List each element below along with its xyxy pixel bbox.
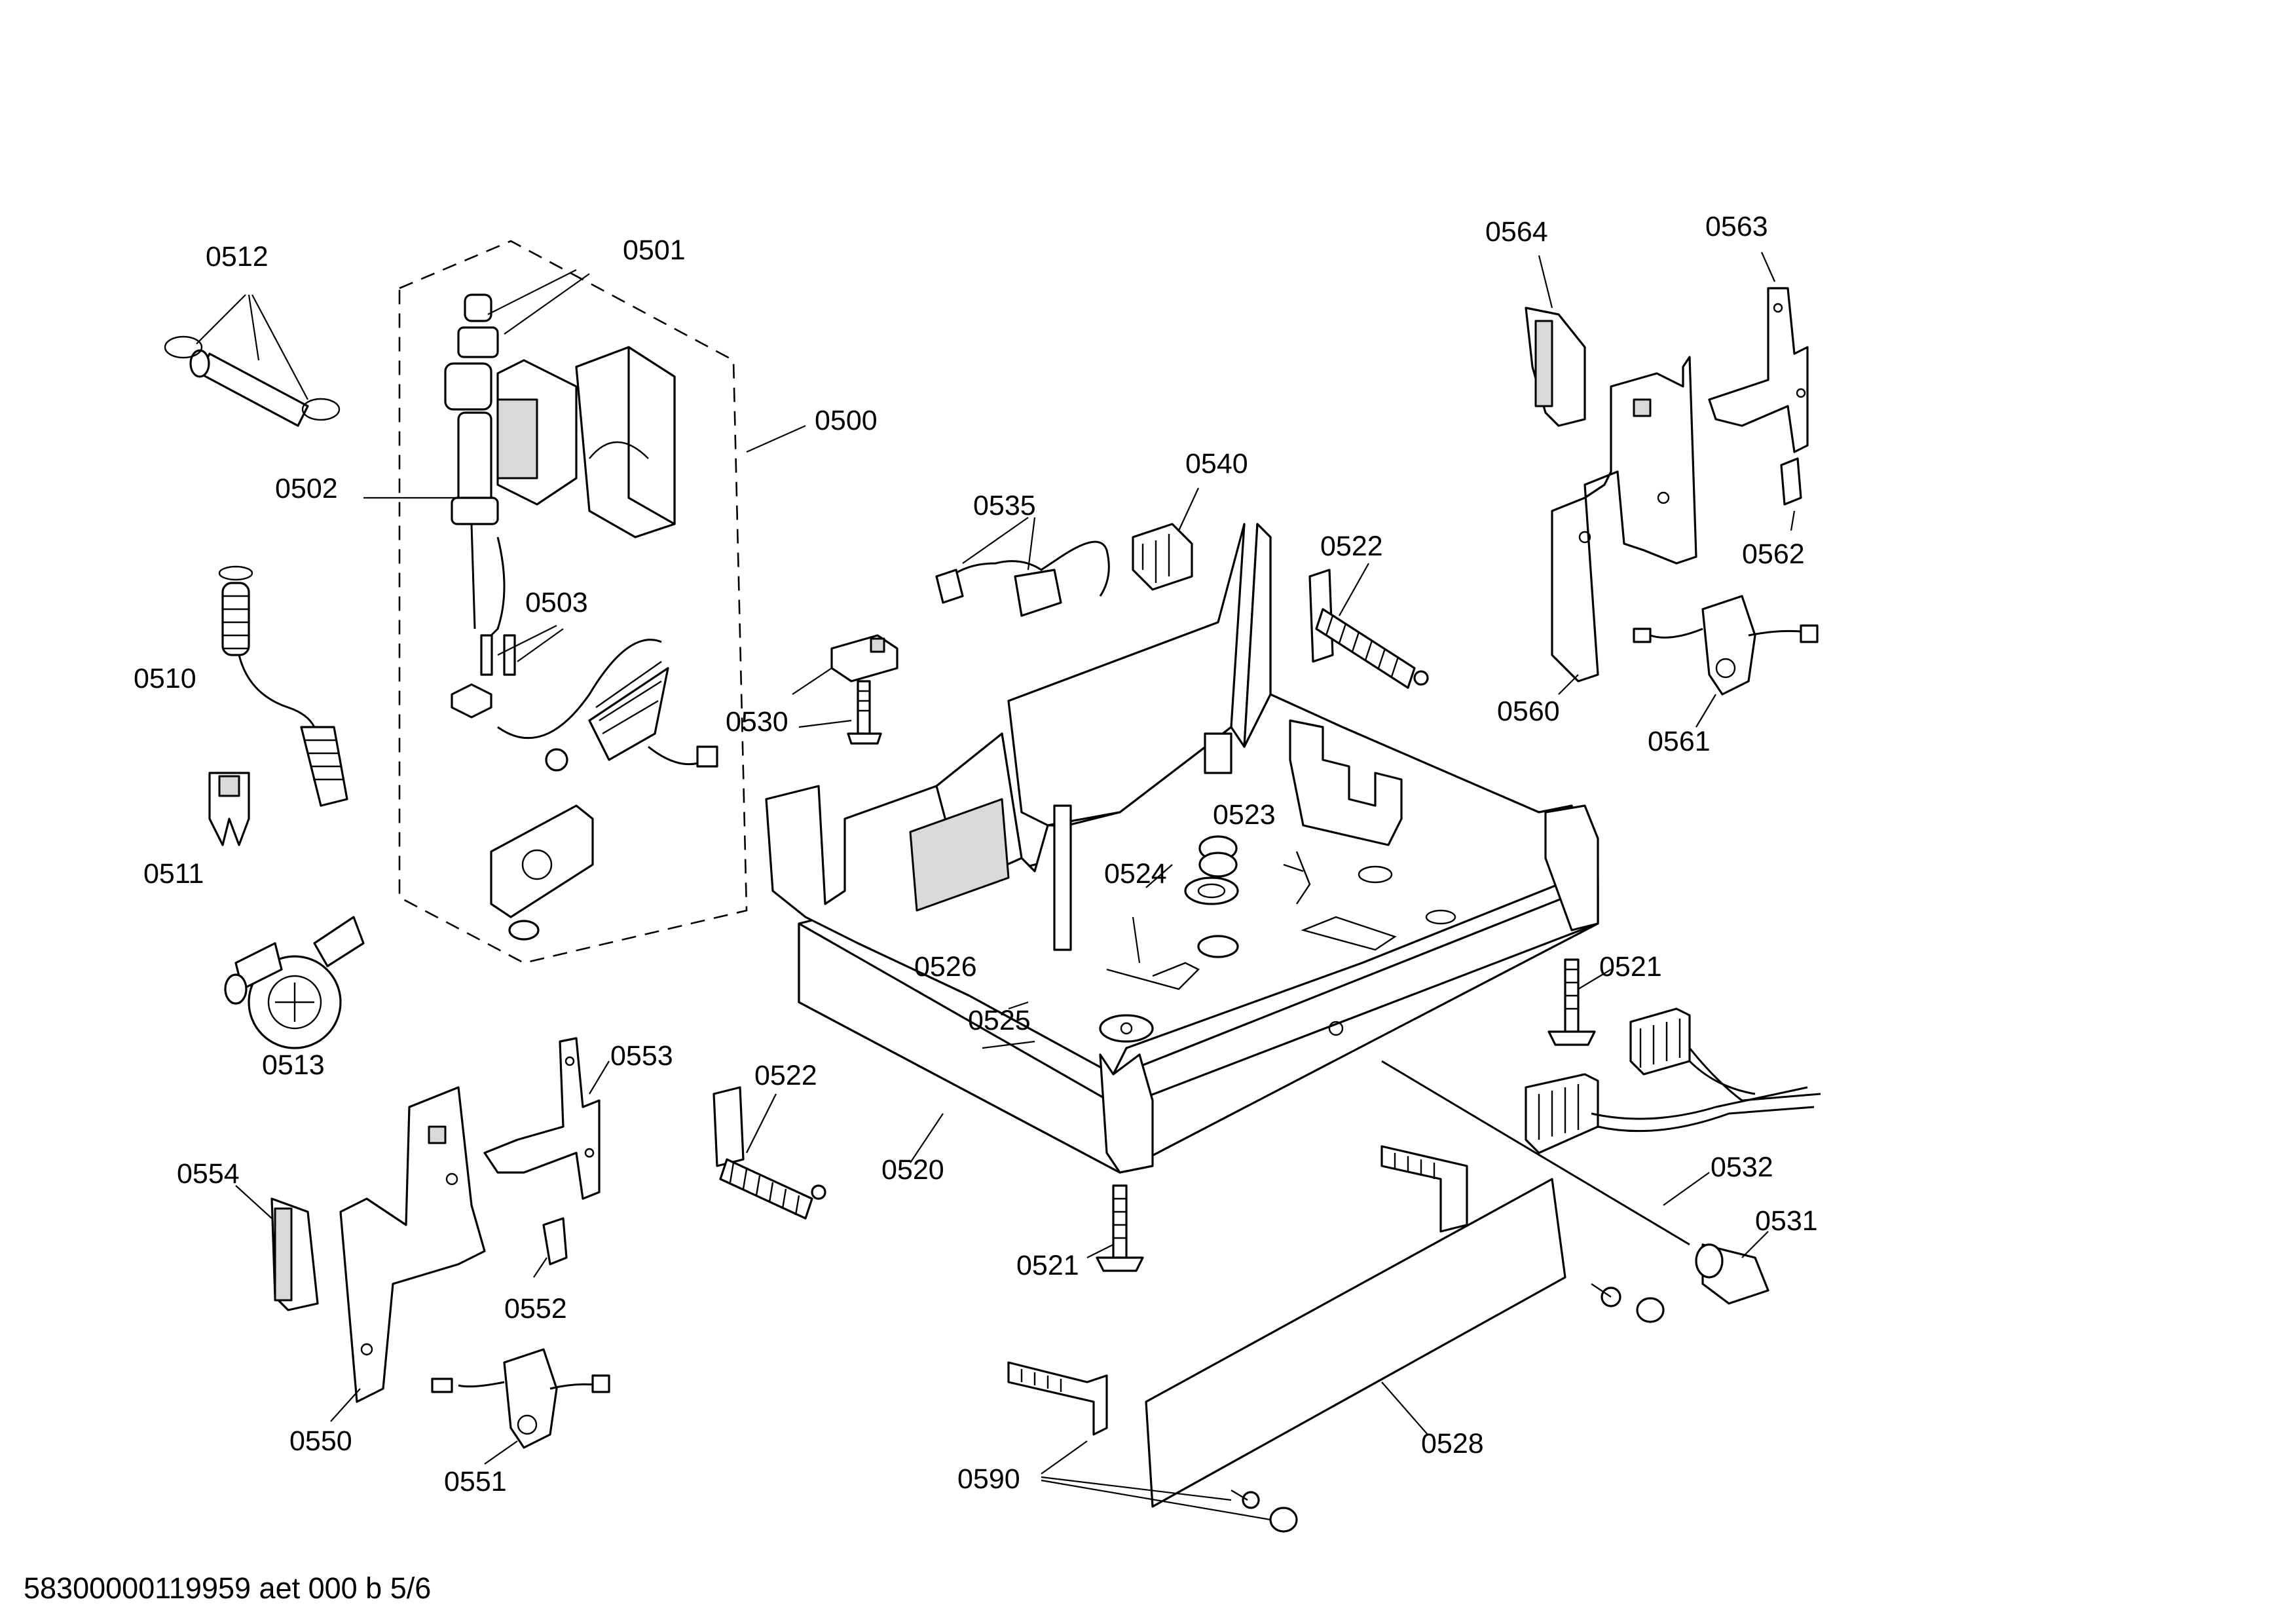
drain-pump-0513 [224,916,365,1049]
label-0553: 0553 [610,1040,673,1072]
hose-with-clamps-0512 [164,294,341,427]
label-0521-left: 0521 [1016,1250,1079,1281]
inlet-valve-assembly-0500 [363,240,806,964]
document-footer: 58300000119959 aet 000 b 5/6 [24,1571,431,1605]
clip-0552 [533,1217,568,1278]
label-0530: 0530 [726,706,788,738]
label-0501: 0501 [623,235,686,266]
label-0590: 0590 [957,1463,1020,1495]
cover-0554 [235,1185,319,1311]
label-0511: 0511 [143,858,204,890]
label-0523: 0523 [1213,799,1276,831]
label-0510: 0510 [134,663,196,694]
label-0525: 0525 [968,1005,1031,1036]
connector-0540 [1132,487,1199,591]
cable-harness-0532 [1381,1007,1821,1246]
bracket-0590 [1007,1361,1298,1533]
front-panel-0528 [1145,1145,1665,1508]
spring-0522-left [713,1086,826,1220]
base-tub-0520 [765,523,1599,1174]
label-0564: 0564 [1485,216,1548,248]
clip-0511 [208,772,250,846]
label-0512: 0512 [206,241,268,272]
label-0561: 0561 [1648,726,1711,757]
foot-screw-0521-left [1086,1184,1144,1272]
label-0532: 0532 [1711,1152,1773,1183]
label-0500: 0500 [815,405,878,436]
label-0540: 0540 [1185,448,1248,479]
label-0528: 0528 [1421,1428,1484,1459]
sensor-0551 [431,1348,610,1465]
label-0562: 0562 [1742,538,1805,570]
label-0526: 0526 [914,951,977,983]
foot-screw-0521-right [1547,958,1612,1046]
float-switch-0530 [792,634,898,745]
label-0503: 0503 [525,587,588,618]
cable-0535 [935,517,1110,617]
hinge-plate-0560 [1551,356,1697,695]
label-0552: 0552 [504,1293,567,1324]
label-0535: 0535 [973,490,1036,521]
label-0502: 0502 [275,473,338,504]
clip-0562 [1780,457,1802,531]
label-0524: 0524 [1104,858,1167,890]
label-0521-right: 0521 [1599,951,1662,983]
label-0513: 0513 [262,1049,325,1081]
label-0531: 0531 [1755,1205,1818,1237]
label-0560: 0560 [1497,696,1560,727]
cover-0564 [1525,255,1586,427]
brake-hose-0510 [218,565,348,807]
hinge-plate-0550 [330,1086,486,1422]
label-0550: 0550 [289,1425,352,1457]
sensor-0561 [1633,595,1819,728]
knob-0531 [1695,1231,1769,1305]
label-0563: 0563 [1705,211,1768,242]
spring-0522-right [1308,563,1429,689]
label-0522-right: 0522 [1320,531,1383,562]
hinge-bracket-0563 [1708,252,1809,453]
label-0520: 0520 [881,1154,944,1186]
label-0522-left: 0522 [754,1060,817,1091]
label-0554: 0554 [177,1158,240,1190]
label-0551: 0551 [444,1466,507,1497]
hinge-bracket-0553 [483,1037,610,1200]
